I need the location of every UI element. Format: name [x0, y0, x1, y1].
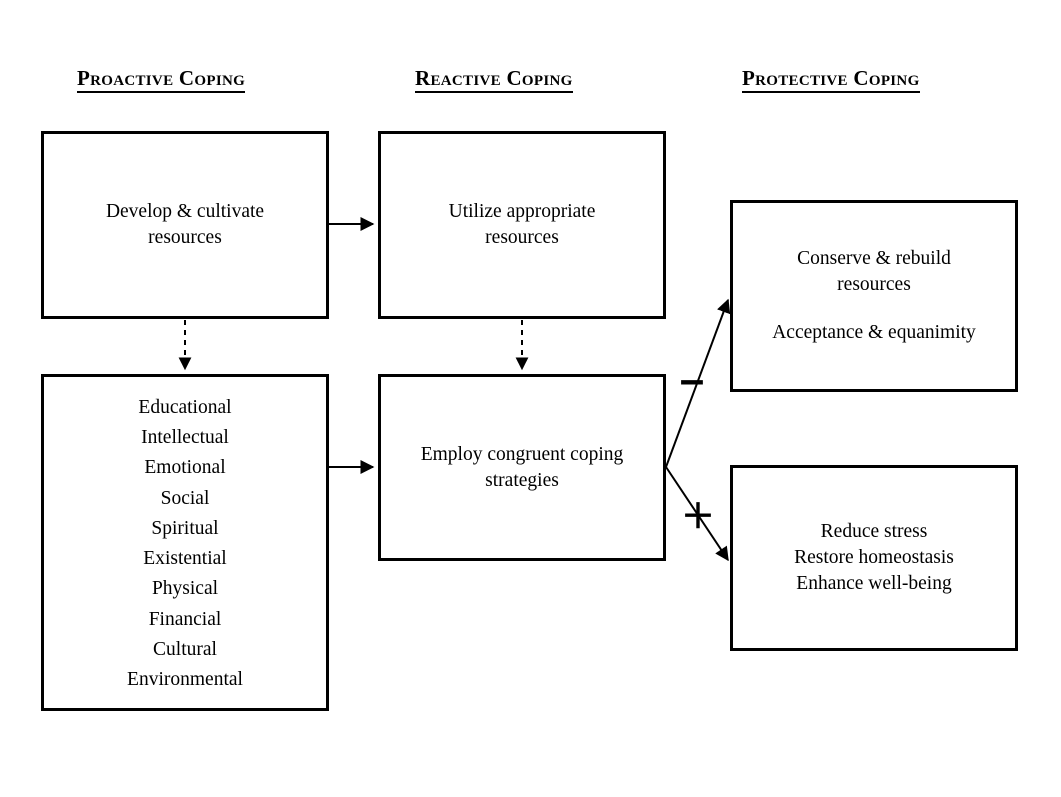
box-develop-cultivate-resources: Develop & cultivate resources — [41, 131, 329, 319]
column-header-reactive-coping: Reactive Coping — [415, 68, 573, 93]
box-employ-coping-strategies: Employ congruent coping strategies — [378, 374, 666, 561]
resource-item: Cultural — [153, 638, 217, 660]
box-reduce-line-3: Enhance well-being — [796, 572, 952, 594]
box-employ-line-1: Employ congruent coping — [420, 443, 624, 465]
box-employ-line-2: strategies — [485, 469, 559, 491]
resource-item: Educational — [138, 397, 232, 418]
box-utilize-line-1: Utilize appropriate — [448, 201, 596, 223]
box-reduce-line-1: Reduce stress — [820, 521, 928, 543]
resource-item: Spiritual — [151, 517, 219, 539]
box-utilize-line-2: resources — [485, 227, 559, 248]
resource-item: Environmental — [127, 668, 243, 690]
box-develop-line-1: Develop & cultivate — [105, 201, 265, 223]
box-resource-types: Educational Intellectual Emotional Socia… — [41, 374, 329, 711]
column-header-protective-coping: Protective Coping — [742, 68, 920, 93]
resource-item: Physical — [151, 578, 219, 600]
box-utilize-appropriate-resources: Utilize appropriate resources — [378, 131, 666, 319]
resource-item: Social — [160, 487, 210, 509]
box-develop-line-2: resources — [148, 227, 222, 248]
box-conserve-line-3: Acceptance & equanimity — [772, 321, 976, 343]
resource-item: Intellectual — [141, 427, 229, 449]
resource-item: Emotional — [144, 457, 226, 479]
box-conserve-line-1: Conserve & rebuild — [797, 248, 951, 270]
box-conserve-line-2: resources — [837, 274, 911, 296]
box-reduce-line-2: Restore homeostasis — [794, 547, 954, 569]
column-header-proactive-coping: Proactive Coping — [77, 68, 246, 93]
resource-item: Existential — [143, 548, 227, 570]
negative-sign: – — [679, 355, 705, 404]
box-reduce-stress: Reduce stress Restore homeostasis Enhanc… — [730, 465, 1018, 651]
positive-sign: ＋ — [681, 498, 715, 536]
box-conserve-rebuild: Conserve & rebuild resources Acceptance … — [730, 200, 1018, 392]
resource-item: Financial — [148, 608, 222, 630]
